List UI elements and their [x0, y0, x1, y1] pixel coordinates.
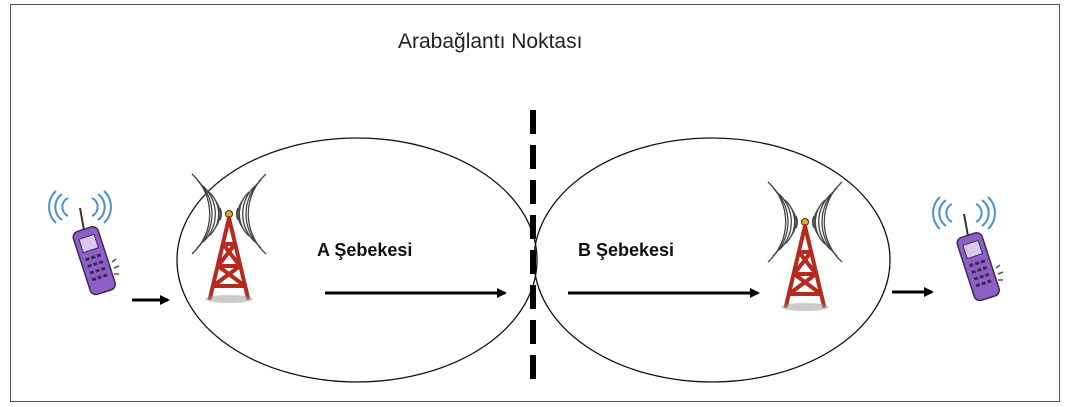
mobile-phone-icon: [932, 196, 1004, 302]
cell-tower-icon: [767, 181, 843, 311]
cell-tower-icon: [191, 173, 267, 303]
diagram-frame: [10, 4, 1060, 402]
network-a-label: A Şebekesi: [317, 240, 413, 260]
diagram-title: Arabağlantı Noktası: [398, 30, 583, 53]
mobile-phone-icon: [48, 190, 120, 296]
network-a-ellipse: [176, 137, 538, 383]
network-b-label: B Şebekesi: [578, 240, 675, 260]
